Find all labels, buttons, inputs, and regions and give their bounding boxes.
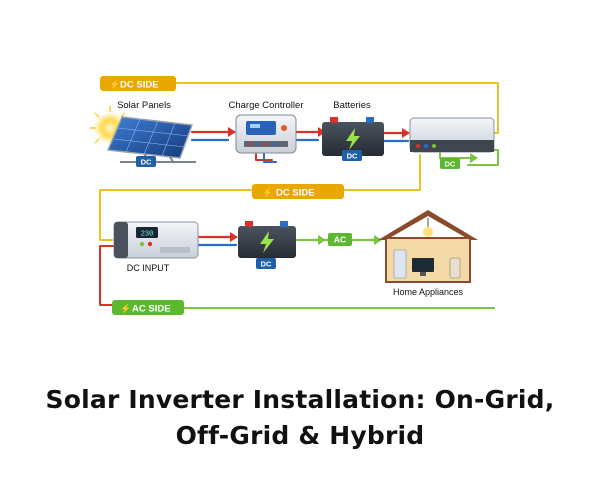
wire-dc-top-loop [175,82,499,134]
badge-dc-side-mid-label: DC SIDE [276,188,315,199]
wire-red-left-drop [99,245,115,306]
wire-red-controller-bottom [255,151,273,161]
lamp-icon [423,227,433,237]
tag-ac: AC [328,233,352,246]
tag-dc-inverter: DC [440,158,460,169]
arrow-green-ac [318,235,326,245]
tag-dc-panels: DC [136,156,156,167]
tag-ac-label: AC [334,235,346,245]
inverter-top-base [410,140,494,152]
tag-dc-batteries: DC [342,150,362,161]
inverter-display-value: 230 [141,231,154,239]
kettle-icon [449,257,461,279]
tag-dc-batteries-label: DC [347,152,358,161]
tag-dc-battery2: DC [256,258,276,269]
label-solar-panels: Solar Panels [117,100,171,111]
charge-controller [235,114,297,154]
inverter-top [409,117,495,153]
tag-dc-inverter-label: DC [445,160,456,169]
label-charge-controller: Charge Controller [229,100,304,111]
inverter-display [136,227,158,238]
battery-negative-terminal [366,117,374,123]
inverter-main: 230 [113,221,199,259]
page-caption: Solar Inverter Installation: On-Grid, Of… [0,382,600,454]
badge-dc-side-top: ⚡ DC SIDE [100,76,176,91]
svg-text:⚡: ⚡ [109,79,120,91]
tag-dc-panels-label: DC [141,158,152,167]
badge-ac-side-label: AC SIDE [132,304,171,315]
badge-ac-side: ⚡ AC SIDE [112,300,184,315]
label-batteries: Batteries [333,100,371,111]
arrow-red-to-controller [228,127,236,137]
svg-text:⚡: ⚡ [120,303,131,315]
bolt-icon [346,128,360,150]
arrow-green-inverter [470,153,478,163]
caption-line-1: Solar Inverter Installation: On-Grid, [45,385,555,414]
fridge-icon [393,249,407,279]
arrows [228,127,478,245]
battery-middle [238,221,296,258]
badge-dc-side-mid: ⚡ DC SIDE [252,184,344,199]
label-home-appliances: Home Appliances [393,287,464,297]
wire-green-inverter-dc [439,151,471,159]
battery-positive-terminal [330,117,338,123]
batteries-top [322,117,384,156]
badge-dc-side-top-label: DC SIDE [120,80,159,91]
solar-panel-face [106,116,194,159]
wire-green-inverter-right [467,149,499,166]
tv-icon [412,258,434,272]
tag-dc-battery2-label: DC [261,260,272,269]
caption-line-2: Off-Grid & Hybrid [175,421,425,450]
label-dc-input: DC INPUT [127,263,170,273]
arrow-red-to-battery2 [230,232,238,242]
solar-panel-grid [113,118,190,157]
solar-panels [90,106,196,164]
wire-blue-controller-bottom [263,151,277,163]
arrow-red-to-inverter [402,128,410,138]
wiring [99,82,499,309]
bolt-icon-2 [260,231,274,253]
house [378,210,478,283]
wire-dc-mid-loop [99,154,421,241]
svg-text:⚡: ⚡ [262,187,273,199]
